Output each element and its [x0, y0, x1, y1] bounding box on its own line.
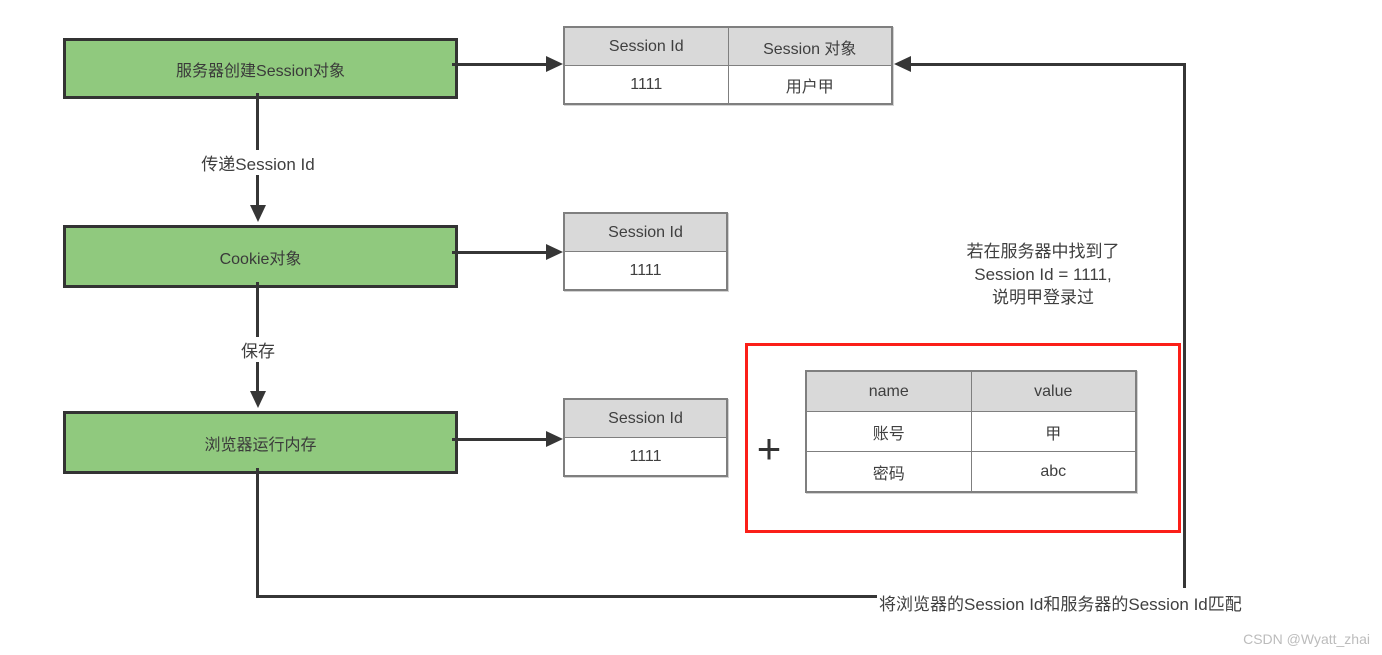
watermark: CSDN @Wyatt_zhai — [1243, 631, 1370, 647]
cookie-data-table-cell-password: 密码 — [805, 451, 972, 493]
table-row: 1111 — [563, 437, 728, 477]
table-row: 账号 甲 — [805, 411, 1137, 452]
cookie-data-table-header-name: name — [805, 370, 972, 412]
server-session-table-header-obj: Session 对象 — [727, 26, 893, 66]
cookie-session-table-cell: 1111 — [563, 251, 728, 291]
table-row: 1111 用户甲 — [563, 65, 893, 105]
server-session-table-cell-user: 用户甲 — [727, 65, 893, 105]
feedback-line-top-horizontal — [911, 63, 1186, 66]
arrow-server-to-cookie-line — [256, 93, 259, 206]
edge-label-save: 保存 — [236, 337, 280, 362]
edge-label-match: 将浏览器的Session Id和服务器的Session Id匹配 — [877, 590, 1244, 615]
arrow-cookie-to-table-line — [452, 251, 548, 254]
browser-session-table: Session Id 1111 — [563, 398, 728, 477]
feedback-line-right-vertical — [1183, 63, 1186, 588]
plus-sign: + — [756, 425, 782, 472]
note-text: 若在服务器中找到了 Session Id = 1111, 说明甲登录过 — [967, 240, 1120, 309]
note-line-1: 若在服务器中找到了 — [966, 242, 1120, 261]
arrow-cookie-to-table-head-icon — [546, 244, 563, 260]
arrow-browser-to-table-line — [452, 438, 548, 441]
cookie-session-table: Session Id 1111 — [563, 212, 728, 291]
arrow-server-to-cookie-head-icon — [250, 205, 266, 222]
note-line-2: Session Id = 1111, — [974, 265, 1112, 284]
arrow-browser-to-table-head-icon — [546, 431, 563, 447]
cookie-session-table-header: Session Id — [563, 212, 728, 252]
feedback-arrow-head-icon — [894, 56, 911, 72]
cookie-data-table-cell-password-value: abc — [970, 451, 1137, 493]
server-create-session-label: 服务器创建Session对象 — [176, 62, 345, 80]
highlight-red-box — [745, 343, 1181, 533]
cookie-data-table: name value 账号 甲 密码 abc — [805, 370, 1137, 493]
browser-session-table-header: Session Id — [563, 398, 728, 438]
cookie-object-box: Cookie对象 — [63, 225, 458, 288]
arrow-server-to-table-line — [452, 63, 548, 66]
server-create-session-box: 服务器创建Session对象 — [63, 38, 458, 99]
browser-session-table-cell: 1111 — [563, 437, 728, 477]
arrow-cookie-to-browser-head-icon — [250, 391, 266, 408]
cookie-data-table-cell-account-value: 甲 — [970, 411, 1137, 452]
feedback-line-left-vertical — [256, 468, 259, 598]
arrow-server-to-table-head-icon — [546, 56, 563, 72]
cookie-object-label: Cookie对象 — [219, 250, 302, 268]
table-row: 1111 — [563, 251, 728, 291]
table-row: 密码 abc — [805, 451, 1137, 493]
server-session-table: Session Id Session 对象 1111 用户甲 — [563, 26, 893, 105]
server-session-table-cell-id: 1111 — [563, 65, 729, 105]
cookie-data-table-cell-account: 账号 — [805, 411, 972, 452]
cookie-data-table-header-value: value — [970, 370, 1137, 412]
browser-memory-label: 浏览器运行内存 — [204, 436, 317, 454]
feedback-line-bottom-horizontal — [256, 595, 877, 598]
server-session-table-header-id: Session Id — [563, 26, 729, 66]
browser-memory-box: 浏览器运行内存 — [63, 411, 458, 474]
edge-label-pass-session-id: 传递Session Id — [196, 150, 320, 175]
note-line-3: 说明甲登录过 — [992, 288, 1094, 307]
